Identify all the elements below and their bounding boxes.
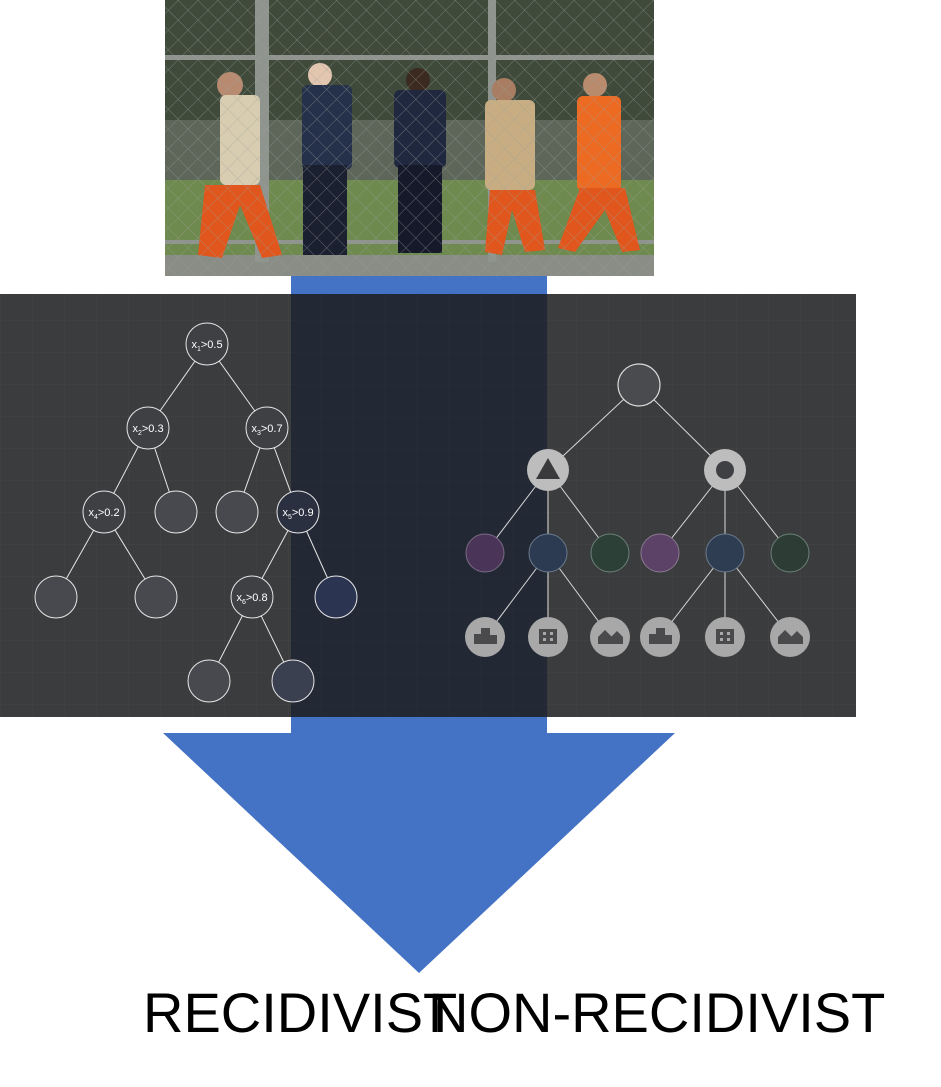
triangle-icon (536, 458, 560, 479)
cluster-node (705, 533, 745, 573)
city-icon (640, 617, 680, 657)
split-node (82, 490, 126, 534)
cluster-node (528, 533, 568, 573)
split-node (185, 322, 229, 366)
cluster-node (465, 533, 505, 573)
split-labels: x1>0.5 x2>0.3 x3>0.7 x4>0.2 x5>0.9 x6>0.… (88, 339, 313, 606)
split-label-4: x4>0.2 (88, 507, 119, 521)
split-label-5: x5>0.9 (282, 507, 313, 521)
houses-icon (770, 617, 810, 657)
non-recidivist-label: NON-RECIDIVIST (428, 981, 886, 1044)
leaf-node (314, 575, 358, 619)
photo-scene (165, 0, 654, 276)
split-node (126, 406, 170, 450)
split-label-2: x2>0.3 (132, 423, 163, 437)
cluster-node (770, 533, 810, 573)
cluster-node (640, 533, 680, 573)
split-node (245, 406, 289, 450)
leaf-node (134, 575, 178, 619)
empty-circle-icon (617, 363, 661, 407)
group-tree-nodes (465, 363, 810, 573)
decision-tree-nodes (34, 322, 358, 703)
leaf-node (271, 659, 315, 703)
leaf-node (187, 659, 231, 703)
ring-icon (716, 461, 734, 479)
city-icon (465, 617, 505, 657)
split-label-6: x6>0.8 (236, 592, 267, 606)
group-tree-leaves (465, 617, 810, 657)
split-node (276, 490, 320, 534)
split-label-1: x1>0.5 (191, 339, 222, 353)
leaf-node (34, 575, 78, 619)
leaf-node (154, 490, 198, 534)
recidivist-label: RECIDIVIST (143, 981, 458, 1044)
leaf-node (215, 490, 259, 534)
houses-icon (590, 617, 630, 657)
office-building-icon (528, 617, 568, 657)
arrow-shaft (291, 276, 547, 294)
split-node (230, 575, 274, 619)
down-arrow (163, 717, 675, 973)
office-building-icon (705, 617, 745, 657)
split-label-3: x3>0.7 (251, 423, 282, 437)
cluster-node (590, 533, 630, 573)
